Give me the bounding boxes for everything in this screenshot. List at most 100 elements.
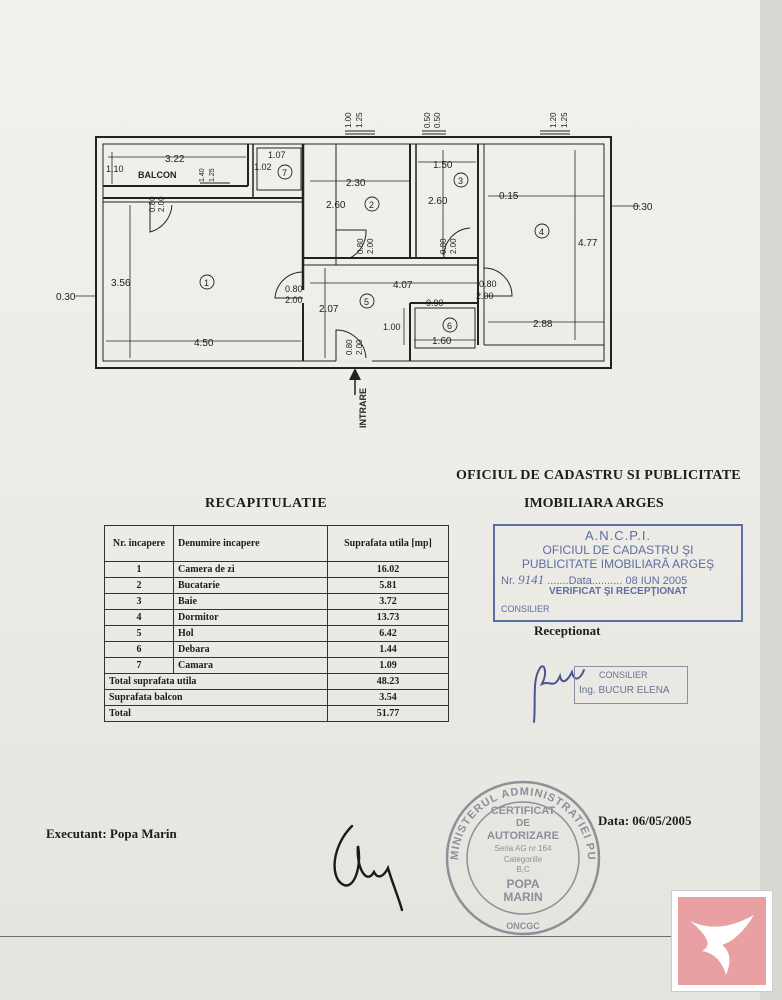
dim-top-window-3: 0.50: [423, 112, 432, 128]
room-number-4: 4: [539, 227, 544, 237]
total-row: Total suprafata utila 48.23: [104, 673, 449, 690]
dim-room6-door: 0.90: [426, 298, 444, 308]
cell-name: Dormitor: [173, 609, 328, 626]
dim-hall-width: 4.07: [393, 280, 413, 291]
cell-area: 13.73: [327, 609, 449, 626]
table-row: 3 Baie 3.72: [104, 593, 449, 610]
total-row: Total 51.77: [104, 705, 449, 722]
cell-area: 6.42: [327, 625, 449, 642]
dim-top-window-5: 1.20: [549, 112, 558, 128]
total-label: Total: [104, 705, 328, 722]
dim-balcony-length: 3.22: [165, 154, 185, 165]
header-name: Denumire incapere: [173, 525, 328, 562]
dim-top-window-6: 1.25: [560, 112, 569, 128]
cell-nr: 2: [104, 577, 174, 594]
dim-top-window-2: 1.25: [355, 112, 364, 128]
date-label: Data: 06/05/2005: [598, 813, 692, 828]
dim-door-left-b: 2.00: [285, 295, 303, 305]
dim-door3-b: 2.00: [449, 238, 458, 254]
stamp-line-1: A.N.C.P.I.: [584, 528, 652, 543]
document-page: [0, 0, 761, 1000]
executant-label: Executant: Popa Marin: [46, 826, 177, 841]
cell-nr: 6: [104, 641, 174, 658]
consilier-name: Ing. BUCUR ELENA: [579, 685, 670, 696]
seal-line-6: B,C: [516, 865, 530, 874]
seal-line-8: MARIN: [503, 890, 542, 904]
table-row: 4 Dormitor 13.73: [104, 609, 449, 626]
dim-room4-height: 4.77: [578, 238, 598, 249]
recap-table: Nr. incapere Denumire incapere Suprafata…: [104, 525, 449, 722]
dim-room6-width: 1.60: [432, 336, 452, 347]
dim-hall-height: 2.07: [319, 304, 339, 315]
total-label: Suprafata balcon: [104, 689, 328, 706]
cell-nr: 5: [104, 625, 174, 642]
bird-logo-icon: [678, 897, 766, 985]
dim-door1-b: 2.00: [157, 196, 166, 212]
dim-entry-door-b: 2.00: [355, 339, 364, 355]
consilier-stamp: CONSILIER Ing. BUCUR ELENA: [574, 666, 688, 704]
header-area: Suprafata utila [mp]: [327, 525, 449, 562]
floor-plan: 1.00 1.25 0.50 0.50 1.20 1.25 3.22 1.10 …: [56, 112, 653, 428]
table-row: 5 Hol 6.42: [104, 625, 449, 642]
cell-nr: 1: [104, 561, 174, 578]
room-number-6: 6: [447, 321, 452, 331]
cell-name: Camara: [173, 657, 328, 674]
seal-line-4: Seria AG nr 164: [495, 844, 552, 853]
cell-name: Hol: [173, 625, 328, 642]
dim-door2-a: 0.80: [356, 238, 365, 254]
stamp-line-6: CONSILIER: [501, 604, 550, 614]
cell-nr: 3: [104, 593, 174, 610]
dim-room7-height: 1.02: [254, 162, 272, 172]
seal-line-2: DE: [516, 818, 530, 829]
stamp-data-value: 08 IUN 2005: [625, 575, 688, 587]
balcony-label: BALCON: [138, 170, 177, 180]
stamp-nr-label: Nr.: [501, 575, 516, 587]
seal-line-7: POPA: [506, 877, 539, 891]
dim-balcony-width: 1.10: [106, 164, 124, 174]
ancpi-stamp: A.N.C.P.I. OFICIUL DE CADASTRU ŞI PUBLIC…: [493, 524, 743, 622]
cell-area: 16.02: [327, 561, 449, 578]
entry-label: INTRARE: [358, 388, 368, 428]
office-title-line1: OFICIUL DE CADASTRU SI PUBLICITATE: [456, 468, 741, 483]
total-value: 48.23: [327, 673, 449, 690]
office-title-line2: IMOBILIARA ARGES: [524, 496, 664, 511]
dim-balcony-window-1: 1.40: [199, 168, 206, 182]
dim-door3-a: 0.80: [439, 238, 448, 254]
room-number-2: 2: [369, 200, 374, 210]
recap-title: RECAPITULATIE: [205, 496, 328, 511]
total-value: 3.54: [327, 689, 449, 706]
total-label: Total suprafata utila: [104, 673, 328, 690]
cell-area: 1.09: [327, 657, 449, 674]
room-number-1: 1: [204, 278, 209, 288]
dim-exterior-right: 0.30: [633, 202, 653, 213]
cell-name: Debara: [173, 641, 328, 658]
room-number-5: 5: [364, 297, 369, 307]
dim-door2-b: 2.00: [366, 238, 375, 254]
room-number-7: 7: [282, 168, 287, 178]
cell-name: Baie: [173, 593, 328, 610]
total-value: 51.77: [327, 705, 449, 722]
stamp-line-5: VERIFICAT ŞI RECEPŢIONAT: [549, 586, 687, 597]
consilier-title: CONSILIER: [599, 670, 648, 680]
cell-area: 5.81: [327, 577, 449, 594]
receptionist-signature: [533, 665, 585, 723]
authorization-seal: MINISTERUL ADMINISTRATIEI PUBLICE CERTIF…: [438, 770, 601, 936]
dim-room4-offset: 0.15: [499, 191, 519, 202]
stamp-line-3: PUBLICITATE IMOBILIARĂ ARGEŞ: [521, 557, 715, 571]
cell-name: Camera de zi: [173, 561, 328, 578]
room-number-3: 3: [458, 176, 463, 186]
stamp-registration: Nr. 9141 .......Data.......... 08 IUN 20…: [501, 572, 687, 588]
dim-top-window-1: 1.00: [344, 112, 353, 128]
total-row: Suprafata balcon 3.54: [104, 689, 449, 706]
cell-nr: 4: [104, 609, 174, 626]
dim-door4-a: 0.80: [479, 279, 497, 289]
stamp-nr-value: 9141: [518, 572, 545, 587]
dim-door-left-a: 0.80: [285, 284, 303, 294]
dim-balcony-window-2: 1.25: [209, 168, 216, 182]
cell-area: 3.72: [327, 593, 449, 610]
dim-room6-height: 1.00: [383, 322, 401, 332]
receptionat-label: Receptionat: [534, 623, 601, 638]
seal-bottom-text: ONCGC: [506, 921, 540, 931]
brand-logo: [671, 890, 773, 992]
table-row: 2 Bucatarie 5.81: [104, 577, 449, 594]
